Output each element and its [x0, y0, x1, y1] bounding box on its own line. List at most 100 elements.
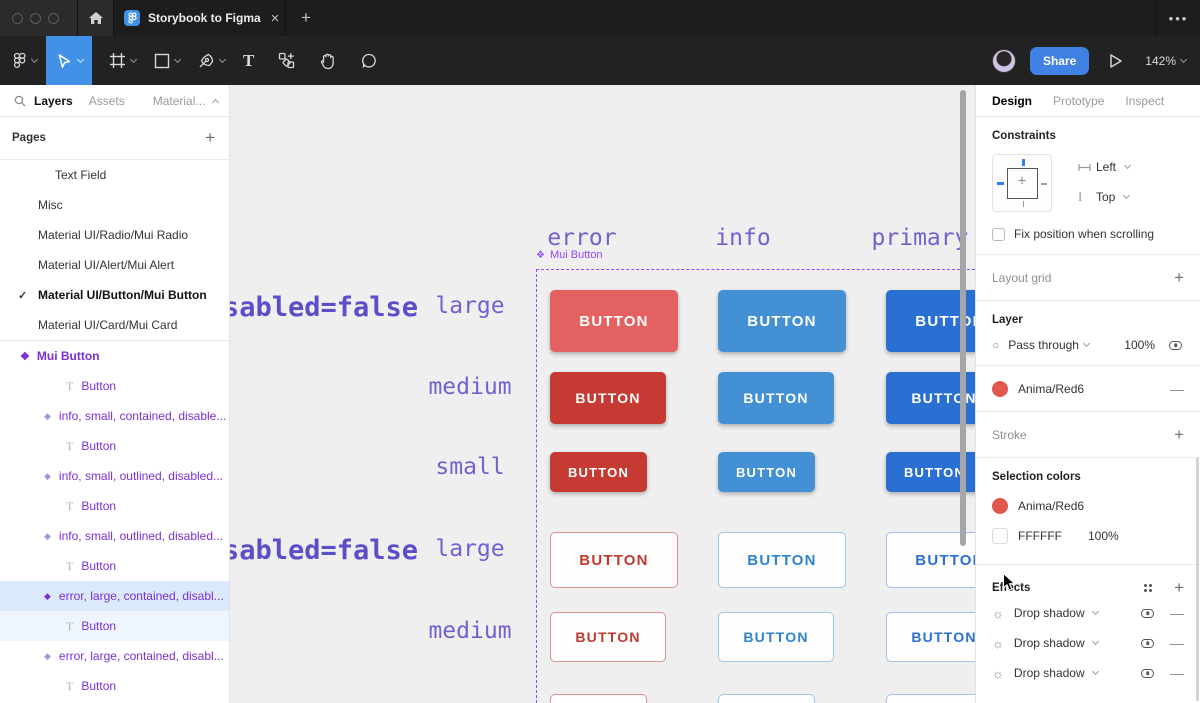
constraints-widget[interactable]: + — [992, 154, 1052, 212]
effect-row[interactable]: ☼Drop shadow— — [992, 658, 1184, 688]
more-menu-button[interactable]: ••• — [1156, 0, 1200, 36]
canvas-scrollbar[interactable] — [960, 90, 966, 546]
home-button[interactable] — [78, 0, 114, 36]
button-primary-outlined[interactable]: BUTTON — [886, 612, 975, 662]
effect-row[interactable]: ☼Drop shadow— — [992, 628, 1184, 658]
file-tab[interactable]: Storybook to Figma × — [114, 0, 286, 36]
page-item[interactable]: ✓Material UI/Button/Mui Button — [0, 280, 229, 310]
canvas-column-header-error[interactable]: error — [547, 225, 617, 251]
fill-style-row[interactable]: Anima/Red6 — — [976, 366, 1200, 412]
button-info-outlined[interactable]: BUTTON — [718, 694, 815, 703]
add-page-button[interactable]: + — [205, 128, 215, 147]
layer-item[interactable]: ◆error, large, contained, disabl... — [0, 641, 229, 671]
page-item[interactable]: Text Field — [0, 160, 229, 190]
color-swatch[interactable] — [992, 528, 1008, 544]
remove-fill-button[interactable]: — — [1170, 380, 1184, 397]
button-error-outlined[interactable]: BUTTON — [550, 612, 666, 662]
library-selector[interactable]: Material... — [153, 94, 220, 108]
vertical-constraint-select[interactable]: I Top — [1078, 189, 1131, 205]
remove-effect-button[interactable]: — — [1170, 665, 1184, 681]
layer-visibility-eye-icon[interactable] — [1169, 340, 1182, 350]
fill-color-swatch[interactable] — [992, 380, 1008, 397]
effect-name[interactable]: Drop shadow — [1013, 666, 1085, 680]
constraint-left-tick[interactable] — [997, 182, 1004, 185]
zoom-level-control[interactable]: 142% — [1145, 54, 1188, 68]
window-minimize-button[interactable] — [30, 12, 41, 24]
constraint-right-tick[interactable] — [1041, 183, 1047, 185]
canvas-group-label-contained[interactable]: disabled=false — [230, 292, 418, 323]
effect-styles-icon[interactable] — [1143, 583, 1153, 593]
layer-item[interactable]: ◆info, small, outlined, disabled... — [0, 461, 229, 491]
button-error-contained[interactable]: BUTTON — [550, 290, 678, 352]
constraint-top-tick[interactable] — [1022, 159, 1025, 166]
button-info-contained[interactable]: BUTTON — [718, 290, 846, 352]
button-info-contained[interactable]: BUTTON — [718, 452, 815, 492]
canvas-row-label[interactable]: medium — [428, 618, 512, 644]
effect-name[interactable]: Drop shadow — [1013, 636, 1085, 650]
new-tab-button[interactable]: + — [301, 8, 311, 27]
move-tool-button[interactable] — [46, 36, 92, 85]
window-zoom-button[interactable] — [48, 12, 59, 24]
canvas-row-label[interactable]: small — [435, 454, 505, 480]
effect-visibility-eye-icon[interactable] — [1141, 668, 1154, 678]
window-close-button[interactable] — [12, 12, 23, 24]
effect-visibility-eye-icon[interactable] — [1141, 638, 1154, 648]
color-opacity[interactable]: 100% — [1087, 529, 1119, 543]
layer-item[interactable]: ◆error, large, contained, disabl... — [0, 581, 229, 611]
button-info-contained[interactable]: BUTTON — [718, 372, 834, 424]
effect-row[interactable]: ☼Drop shadow— — [992, 598, 1184, 628]
frame-tool-button[interactable] — [100, 36, 145, 85]
search-icon[interactable] — [14, 95, 26, 107]
button-info-outlined[interactable]: BUTTON — [718, 532, 846, 588]
selection-color-row[interactable]: Anima/Red6 — [992, 491, 1184, 521]
button-info-outlined[interactable]: BUTTON — [718, 612, 834, 662]
panel-scrollbar[interactable] — [1196, 457, 1199, 701]
button-error-contained[interactable]: BUTTON — [550, 372, 666, 424]
hand-tool-button[interactable] — [310, 36, 345, 85]
fix-position-row[interactable]: Fix position when scrolling — [992, 227, 1184, 241]
canvas-row-label[interactable]: large — [435, 293, 505, 319]
pen-tool-button[interactable] — [189, 36, 234, 85]
horizontal-constraint-select[interactable]: Left — [1078, 160, 1132, 174]
page-item[interactable]: Material UI/Alert/Mui Alert — [0, 250, 229, 280]
button-primary-outlined[interactable]: BUTTON — [886, 694, 975, 703]
constraint-bottom-tick[interactable] — [1022, 201, 1024, 207]
effect-visibility-eye-icon[interactable] — [1141, 608, 1154, 618]
add-layout-grid-button[interactable]: + — [1174, 267, 1184, 287]
button-error-outlined[interactable]: BUTTON — [550, 532, 678, 588]
shape-tool-button[interactable] — [145, 36, 189, 85]
tab-close-icon[interactable]: × — [270, 9, 280, 27]
layer-item[interactable]: ❖Mui Button — [0, 341, 229, 371]
present-button[interactable] — [1109, 53, 1123, 69]
canvas-row-label[interactable]: medium — [428, 374, 512, 400]
blend-mode-value[interactable]: Pass through — [1008, 338, 1079, 352]
tab-design[interactable]: Design — [992, 93, 1033, 108]
layer-item[interactable]: ◆info, small, outlined, disabled... — [0, 521, 229, 551]
page-item[interactable]: Material UI/Card/Mui Card — [0, 310, 229, 340]
comment-tool-button[interactable] — [351, 36, 387, 85]
canvas-group-label-outlined[interactable]: disabled=false — [230, 535, 418, 566]
button-error-outlined[interactable]: BUTTON — [550, 694, 647, 703]
tab-prototype[interactable]: Prototype — [1053, 93, 1105, 108]
add-stroke-button[interactable]: + — [1174, 424, 1184, 444]
share-button[interactable]: Share — [1029, 46, 1090, 75]
button-error-contained[interactable]: BUTTON — [550, 452, 647, 492]
page-item[interactable]: Material UI/Radio/Mui Radio — [0, 220, 229, 250]
remove-effect-button[interactable]: — — [1170, 605, 1184, 621]
tab-inspect[interactable]: Inspect — [1125, 93, 1165, 108]
tab-assets[interactable]: Assets — [88, 93, 125, 108]
effect-name[interactable]: Drop shadow — [1013, 606, 1085, 620]
text-tool-button[interactable]: T — [243, 50, 255, 70]
canvas-column-header-info[interactable]: info — [715, 225, 771, 251]
canvas-row-label[interactable]: large — [435, 536, 505, 562]
main-menu-button[interactable] — [4, 36, 46, 85]
resources-tool-button[interactable] — [269, 36, 304, 85]
canvas-column-header-primary[interactable]: primary — [871, 225, 969, 251]
fix-position-checkbox[interactable] — [992, 227, 1005, 241]
